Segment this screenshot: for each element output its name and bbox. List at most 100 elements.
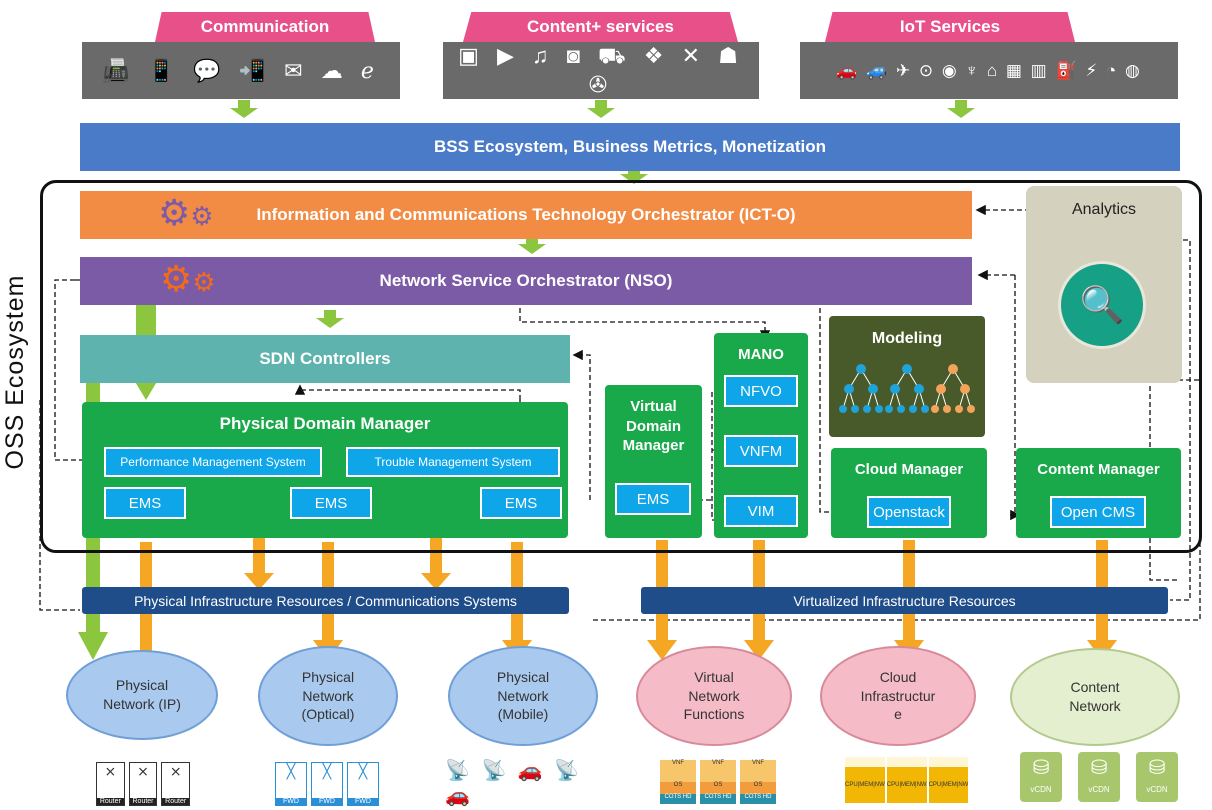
fwd-caption: FWD — [276, 798, 306, 805]
vnf-layer: VNF — [740, 760, 776, 782]
vcdn-icons: ⛁vCDN ⛁vCDN ⛁vCDN — [1014, 752, 1184, 804]
vdm-ems-box: EMS — [615, 483, 691, 515]
cloud-virtual-network-functions: Virtual Network Functions — [636, 646, 792, 746]
nso-label: Network Service Orchestrator (NSO) — [379, 271, 673, 290]
cloud-label: Physical Network (Optical) — [301, 668, 355, 723]
gears-icon: ⚙⚙ — [160, 258, 216, 299]
mobile-antenna-car-icons: 📡 📡 🚗 📡 🚗 — [445, 758, 585, 807]
vnf-layer: VNF — [700, 760, 736, 782]
router-icon: ⨯Router — [128, 762, 158, 806]
switch-icon: ╳FWD — [275, 762, 307, 806]
hierarchy-tree-icons — [839, 364, 975, 413]
cloud-label: Cloud Infrastructur e — [860, 668, 936, 723]
switch-icon: ╳FWD — [311, 762, 343, 806]
gears-icon: ⚙⚙ — [158, 192, 214, 233]
database-icon: ⛁vCDN — [1078, 752, 1120, 802]
os-layer: OS — [700, 782, 736, 794]
ict-orchestrator-bar: Information and Communications Technolog… — [80, 191, 972, 239]
vnf-stack-icon: VNF OS COTS HD — [660, 760, 696, 804]
pdm-title: Physical Domain Manager — [219, 414, 431, 433]
content-services-icons: ▣ ▶ ♫ ◙ ⛟ ❖ ✕ ☗ ✇ — [443, 42, 759, 99]
vnf-layer: VNF — [660, 760, 696, 782]
vcdn-caption: vCDN — [1088, 785, 1110, 794]
cloud-label: Physical Network (Mobile) — [496, 668, 550, 723]
cloud-manager-panel: Cloud Manager Openstack — [831, 448, 987, 538]
nfvo-box: NFVO — [724, 375, 798, 407]
analytics-search-document-icon: 🔍 — [1058, 261, 1146, 349]
database-icon: ⛁vCDN — [1136, 752, 1178, 802]
cloud-label: Content Network — [1069, 679, 1121, 714]
fwd-caption: FWD — [348, 798, 378, 805]
cloud-infrastructure: Cloud Infrastructur e — [820, 646, 976, 746]
os-layer: OS — [660, 782, 696, 794]
trouble-management-system: Trouble Management System — [346, 447, 560, 477]
oss-ecosystem-frame — [40, 180, 1202, 553]
os-layer: OS — [740, 782, 776, 794]
modeling-title: Modeling — [871, 330, 943, 347]
ems-box-3: EMS — [480, 487, 562, 519]
performance-management-system: Performance Management System — [104, 447, 322, 477]
iot-icon-row: 🚗 🚙 ✈ ⊙ ◉ ♆ ⌂ ▦ ▥ ⛽ ⚡ ◔ ◍ — [836, 60, 1142, 80]
physical-infrastructure-resources-bar: Physical Infrastructure Resources / Comm… — [82, 587, 569, 614]
server-icon: CPU|MEM|NW — [886, 757, 927, 803]
vcdn-caption: vCDN — [1146, 785, 1168, 794]
cots-layer: COTS HD — [740, 794, 776, 804]
communication-tab: Communication — [155, 12, 375, 42]
cloud-physical-network-ip: Physical Network (IP) — [66, 650, 218, 740]
virtual-domain-manager: Virtual Domain Manager EMS — [605, 385, 702, 538]
content-manager-panel: Content Manager Open CMS — [1016, 448, 1181, 538]
database-icon: ⛁vCDN — [1020, 752, 1062, 802]
sdn-controllers-bar: SDN Controllers — [80, 335, 570, 383]
cloud-manager-title: Cloud Manager — [854, 460, 964, 478]
content-manager-title: Content Manager — [1037, 460, 1160, 478]
cloud-physical-network-mobile: Physical Network (Mobile) — [448, 646, 598, 746]
content-services-tab: Content+ services — [463, 12, 738, 42]
router-icons: ⨯Router ⨯Router ⨯Router — [96, 762, 191, 806]
modeling-panel: Modeling — [829, 316, 985, 437]
open-cms-box: Open CMS — [1050, 496, 1146, 528]
fwd-caption: FWD — [312, 798, 342, 805]
vnf-stack-icons: VNF OS COTS HD VNF OS COTS HD VNF OS COT… — [660, 760, 778, 804]
ems-box-1: EMS — [104, 487, 186, 519]
network-service-orchestrator-bar: Network Service Orchestrator (NSO) — [80, 257, 972, 305]
vnf-stack-icon: VNF OS COTS HD — [740, 760, 776, 804]
openstack-box: Openstack — [867, 496, 951, 528]
oss-ecosystem-label: OSS Ecosystem — [0, 267, 32, 477]
cloud-label: Virtual Network Functions — [683, 668, 745, 723]
cots-layer: COTS HD — [660, 794, 696, 804]
vnf-stack-icon: VNF OS COTS HD — [700, 760, 736, 804]
cots-layer: COTS HD — [700, 794, 736, 804]
communication-icon-row: 📠 📱 💬 📲 ✉ ☁ ℯ — [102, 57, 380, 83]
communication-icons: 📠 📱 💬 📲 ✉ ☁ ℯ — [82, 42, 400, 99]
ict-orchestrator-label: Information and Communications Technolog… — [256, 205, 796, 224]
vim-box: VIM — [724, 495, 798, 527]
vnfm-box: VNFM — [724, 435, 798, 467]
analytics-panel: Analytics 🔍 — [1026, 186, 1182, 383]
bss-ecosystem-bar: BSS Ecosystem, Business Metrics, Monetiz… — [80, 123, 1180, 171]
content-icon-row: ▣ ▶ ♫ ◙ ⛟ ❖ ✕ ☗ ✇ — [458, 43, 744, 97]
fwd-switch-icons: ╳FWD ╳FWD ╳FWD — [275, 762, 379, 806]
physical-domain-manager: Physical Domain Manager Performance Mana… — [82, 402, 568, 538]
switch-icon: ╳FWD — [347, 762, 379, 806]
cloud-physical-network-optical: Physical Network (Optical) — [258, 646, 398, 746]
mobile-icon-row: 📡 📡 🚗 📡 🚗 — [445, 760, 583, 807]
ems-box-2: EMS — [290, 487, 372, 519]
vcdn-caption: vCDN — [1030, 785, 1052, 794]
iot-services-icons: 🚗 🚙 ✈ ⊙ ◉ ♆ ⌂ ▦ ▥ ⛽ ⚡ ◔ ◍ — [800, 42, 1178, 99]
vdm-title: Virtual Domain Manager — [622, 398, 685, 454]
iot-services-tab: IoT Services — [825, 12, 1075, 42]
router-caption: Router — [129, 798, 157, 805]
router-icon: ⨯Router — [96, 762, 125, 806]
analytics-label: Analytics — [1071, 201, 1137, 218]
router-caption: Router — [97, 798, 124, 805]
server-icons: CPU|MEM|NW CPU|MEM|NW CPU|MEM|NW — [845, 757, 969, 803]
server-icon: CPU|MEM|NW — [845, 757, 885, 803]
mano-panel: MANO NFVO VNFM VIM — [714, 333, 808, 538]
server-icon: CPU|MEM|NW — [928, 757, 969, 803]
router-icon: ⨯Router — [161, 762, 191, 806]
mano-title: MANO — [738, 345, 784, 363]
router-caption: Router — [162, 798, 190, 805]
virtualized-infrastructure-resources-bar: Virtualized Infrastructure Resources — [641, 587, 1168, 614]
cloud-content-network: Content Network — [1010, 648, 1180, 746]
cloud-label: Physical Network (IP) — [103, 677, 181, 712]
